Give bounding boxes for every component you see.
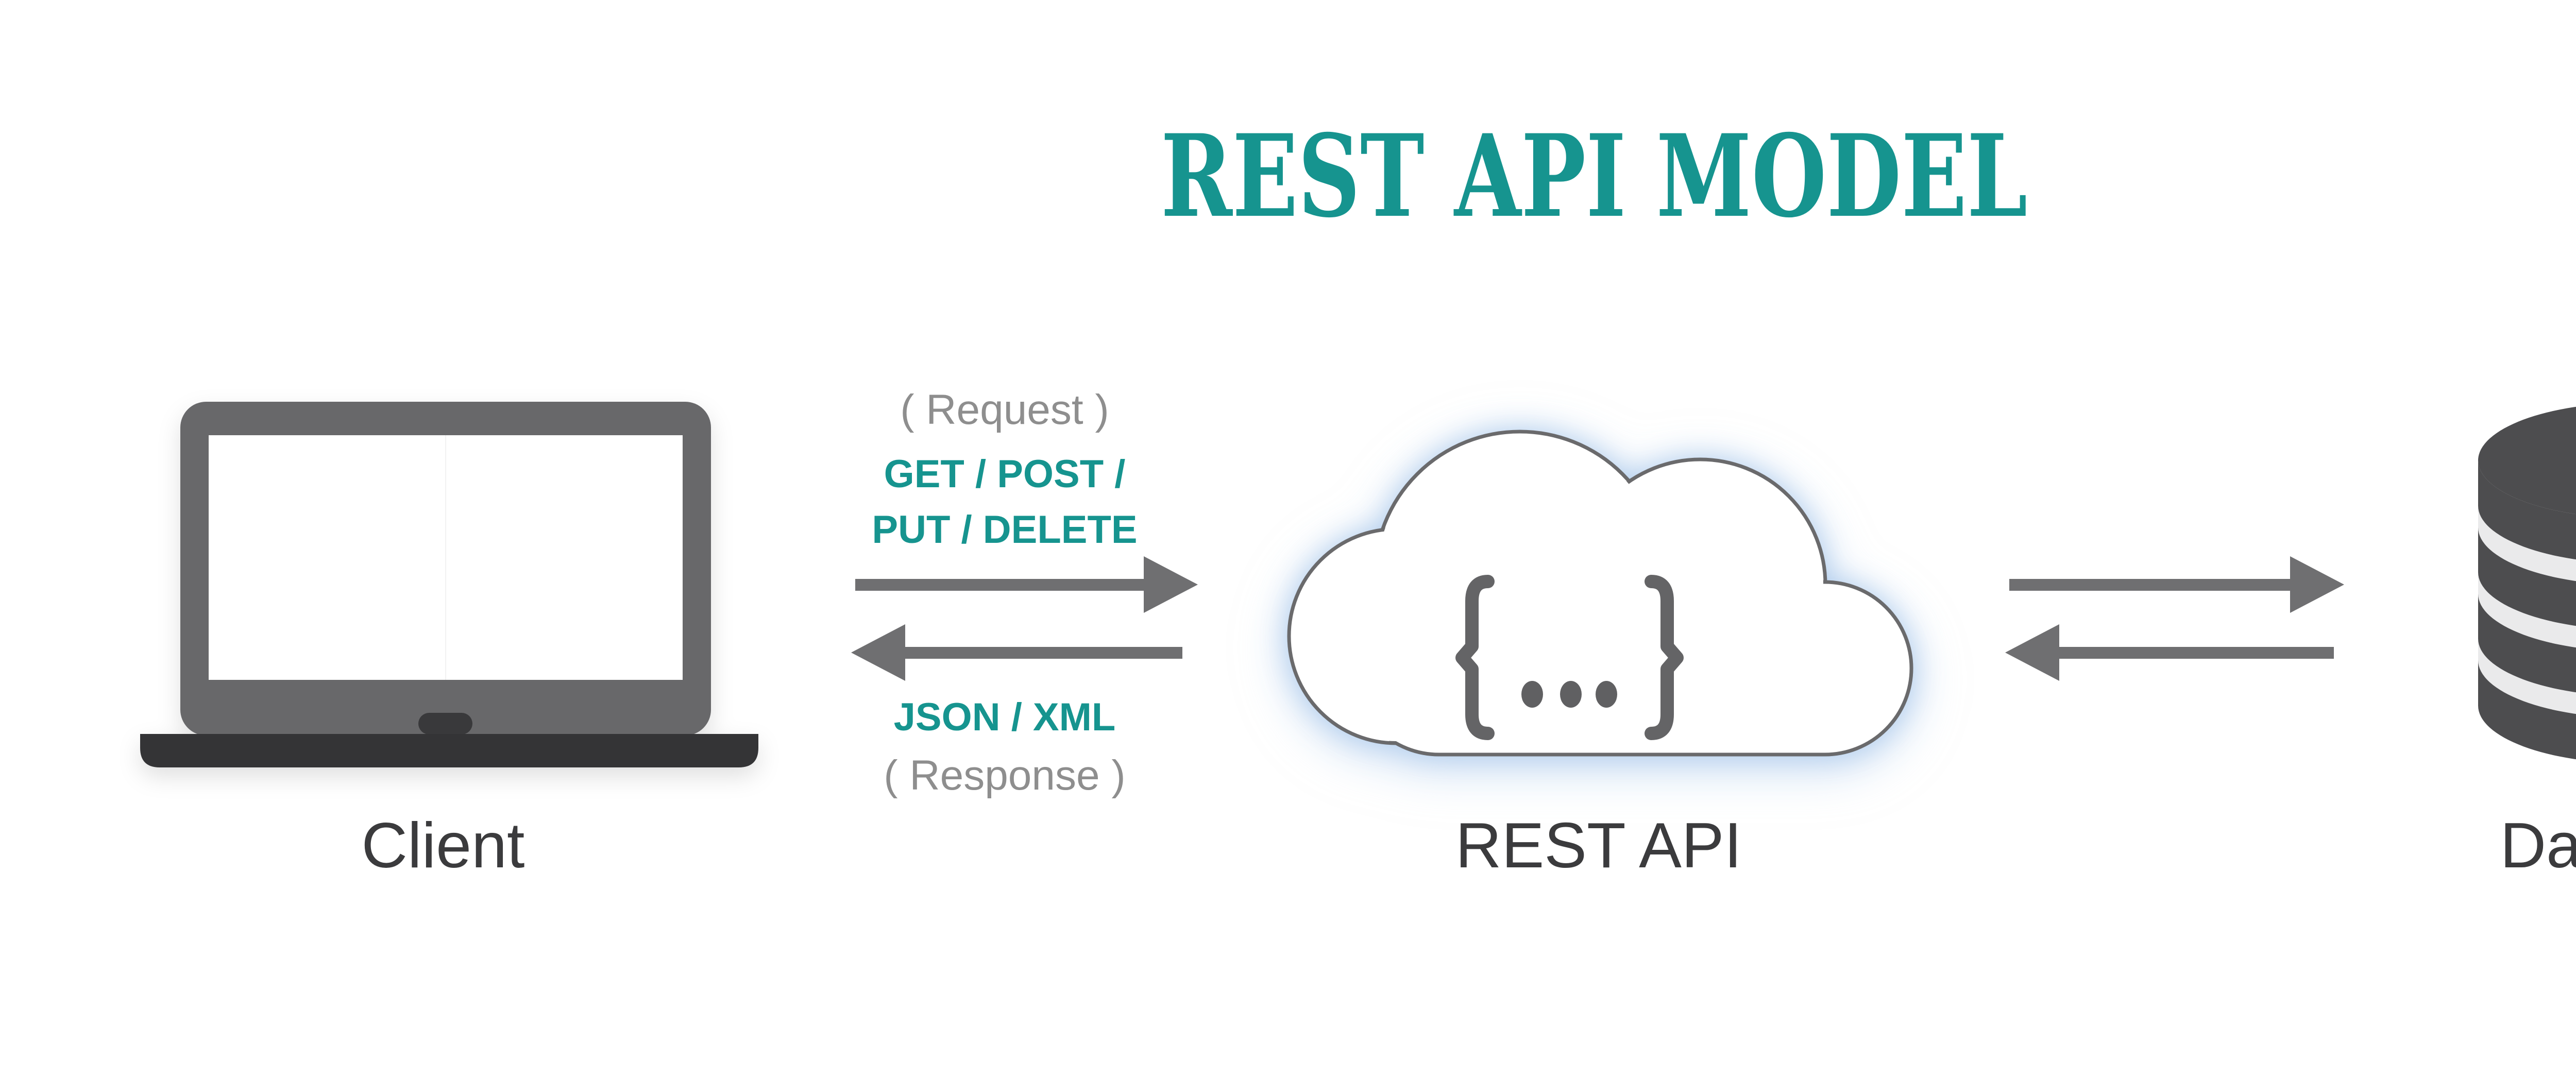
response-caption: ( Response ) [884,752,1126,799]
request-arrow-icon [855,556,1198,613]
ellipsis-dots [1521,681,1617,708]
db-request-arrow-icon [2009,556,2344,613]
client-label: Client [361,810,525,881]
api-cloud-icon [1287,430,1913,757]
database-icon [2478,406,2576,760]
braces-icon [1455,575,1684,740]
http-methods-line1: GET / POST / [884,452,1126,496]
page-title: REST API MODEL [1161,109,2028,243]
database-label: Database [2500,810,2576,881]
laptop-icon [140,402,758,767]
close-brace-glyph [1645,575,1684,740]
rest-api-label: REST API [1455,810,1742,881]
request-caption: ( Request ) [900,386,1109,433]
response-formats: JSON / XML [893,695,1116,739]
response-arrow-icon [851,624,1182,681]
db-response-arrow-icon [2005,624,2334,681]
http-methods-line2: PUT / DELETE [872,508,1138,552]
open-brace-glyph [1455,575,1495,740]
